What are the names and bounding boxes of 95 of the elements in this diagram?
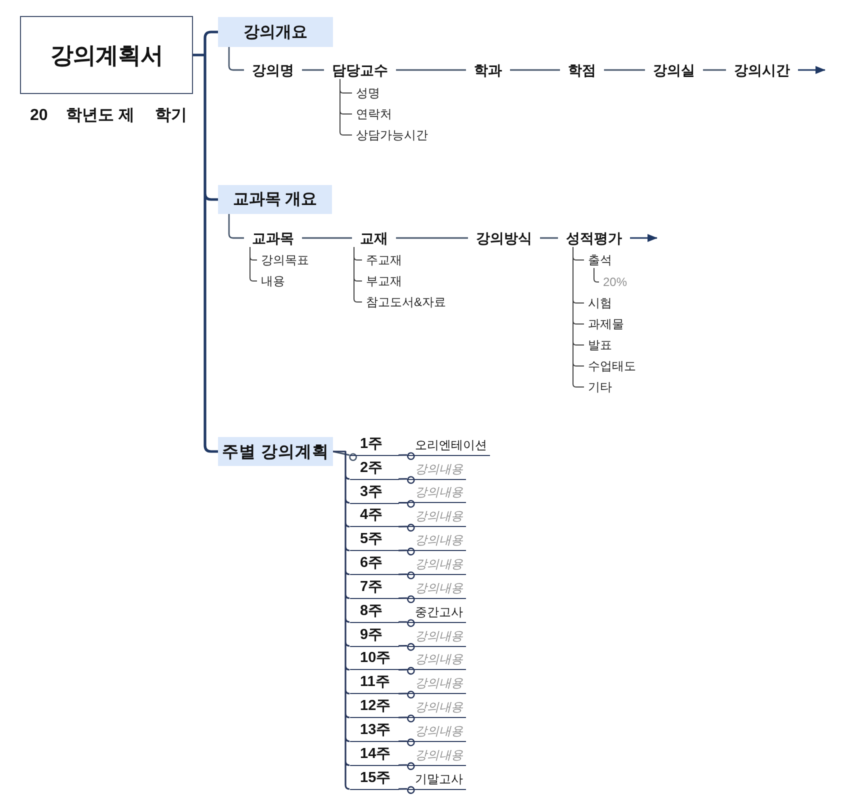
subtopic-label: 연락처 — [352, 106, 396, 122]
connector-line — [398, 619, 415, 627]
connector-line — [398, 524, 415, 532]
connector-line — [398, 595, 415, 604]
topic-label: 학과 — [466, 61, 510, 79]
topic-label: 교재 — [352, 229, 396, 247]
lesson-label: 강의내용 — [407, 554, 466, 575]
week-label: 6주 — [350, 554, 398, 576]
week-label: 1주 — [350, 434, 398, 456]
connector-line — [540, 237, 558, 239]
subtopic-label: 내용 — [257, 273, 289, 289]
caption-label: 학년도 제 — [66, 106, 134, 126]
lesson-label: 강의내용 — [407, 698, 466, 718]
branch-connector — [354, 246, 362, 302]
subtopic-label: 시험 — [584, 295, 616, 311]
subtopic-label: 과제물 — [584, 316, 628, 332]
week-label: 14주 — [350, 744, 398, 766]
topic-label: 교과목 — [244, 229, 302, 247]
connector-line — [398, 762, 415, 770]
subtopic-label: 기타 — [584, 379, 616, 395]
branch-connector — [192, 30, 220, 453]
topic-label: 강의명 — [244, 61, 302, 79]
week-label: 15주 — [350, 768, 398, 790]
branch-connector — [228, 214, 244, 239]
subtopic-label: 상담가능시간 — [352, 127, 432, 143]
lesson-label: 강의내용 — [407, 460, 466, 480]
lesson-label: 중간고사 — [407, 602, 466, 623]
topic-label: 학점 — [560, 61, 604, 79]
arrow — [630, 234, 658, 242]
connector-line — [398, 572, 415, 580]
week-label: 11주 — [350, 673, 398, 694]
connector-line — [398, 738, 415, 746]
week-label: 9주 — [350, 626, 398, 647]
lesson-label: 강의내용 — [407, 531, 466, 552]
connector-line — [302, 237, 352, 239]
week-label: 13주 — [350, 721, 398, 742]
lesson-label: 강의내용 — [407, 507, 466, 528]
caption-label: 학기 — [155, 106, 187, 126]
branch-connector — [340, 78, 352, 136]
lesson-label: 강의내용 — [407, 626, 466, 646]
subtopic-label: 20% — [599, 274, 632, 290]
subtopic-label: 주교재 — [362, 252, 406, 268]
topic-label: 강의방식 — [468, 229, 540, 247]
branch-connector — [250, 246, 258, 282]
subtopic-label: 성명 — [352, 85, 384, 101]
connector-line — [398, 476, 415, 484]
connector-line — [398, 548, 415, 556]
branch-connector — [594, 268, 600, 282]
topic-label: 성적평가 — [558, 229, 630, 247]
caption-label: 20 — [30, 106, 48, 126]
connector-line — [398, 714, 415, 722]
connector-line — [398, 690, 415, 699]
topic-band: 강의개요 — [218, 17, 333, 47]
subtopic-label: 수업태도 — [584, 358, 640, 374]
topic-label: 강의시간 — [726, 61, 798, 79]
lesson-label: 강의내용 — [407, 746, 466, 766]
lesson-label: 오리엔테이션 — [407, 436, 490, 456]
connector-line — [398, 786, 415, 794]
subtopic-label: 발표 — [584, 337, 616, 353]
lesson-label: 강의내용 — [407, 674, 466, 694]
connector-line — [396, 237, 468, 239]
week-label: 4주 — [350, 506, 398, 528]
lesson-label: 강의내용 — [407, 483, 466, 504]
lesson-label: 강의내용 — [407, 578, 466, 599]
lesson-label: 강의내용 — [407, 722, 466, 742]
connector-line — [332, 450, 357, 461]
connector-line — [398, 500, 415, 508]
subtopic-label: 참고도서&자료 — [362, 294, 450, 310]
connector-line — [398, 666, 415, 675]
week-label: 7주 — [350, 578, 398, 599]
connector-line — [510, 69, 560, 71]
connector-line — [302, 69, 324, 71]
connector-line — [398, 452, 415, 460]
connector-line — [398, 643, 415, 651]
week-label: 3주 — [350, 482, 398, 504]
topic-label: 담당교수 — [324, 61, 396, 79]
title-box: 강의계획서 — [20, 16, 193, 94]
week-label: 10주 — [350, 649, 398, 670]
subtopic-label: 출석 — [584, 252, 616, 268]
topic-band: 주별 강의계획 — [218, 437, 333, 466]
topic-label: 강의실 — [645, 61, 703, 79]
lesson-label: 강의내용 — [407, 650, 466, 670]
week-label: 8주 — [350, 602, 398, 623]
week-label: 12주 — [350, 697, 398, 718]
lesson-label: 기말고사 — [407, 770, 466, 790]
connector-line — [396, 69, 466, 71]
arrow — [798, 66, 826, 74]
connector-line — [604, 69, 645, 71]
connector-line — [703, 69, 726, 71]
branch-connector — [572, 246, 584, 388]
subtopic-label: 부교재 — [362, 273, 406, 289]
week-label: 5주 — [350, 530, 398, 552]
topic-band: 교과목 개요 — [218, 185, 332, 214]
week-label: 2주 — [350, 458, 398, 480]
subtopic-label: 강의목표 — [257, 252, 313, 268]
